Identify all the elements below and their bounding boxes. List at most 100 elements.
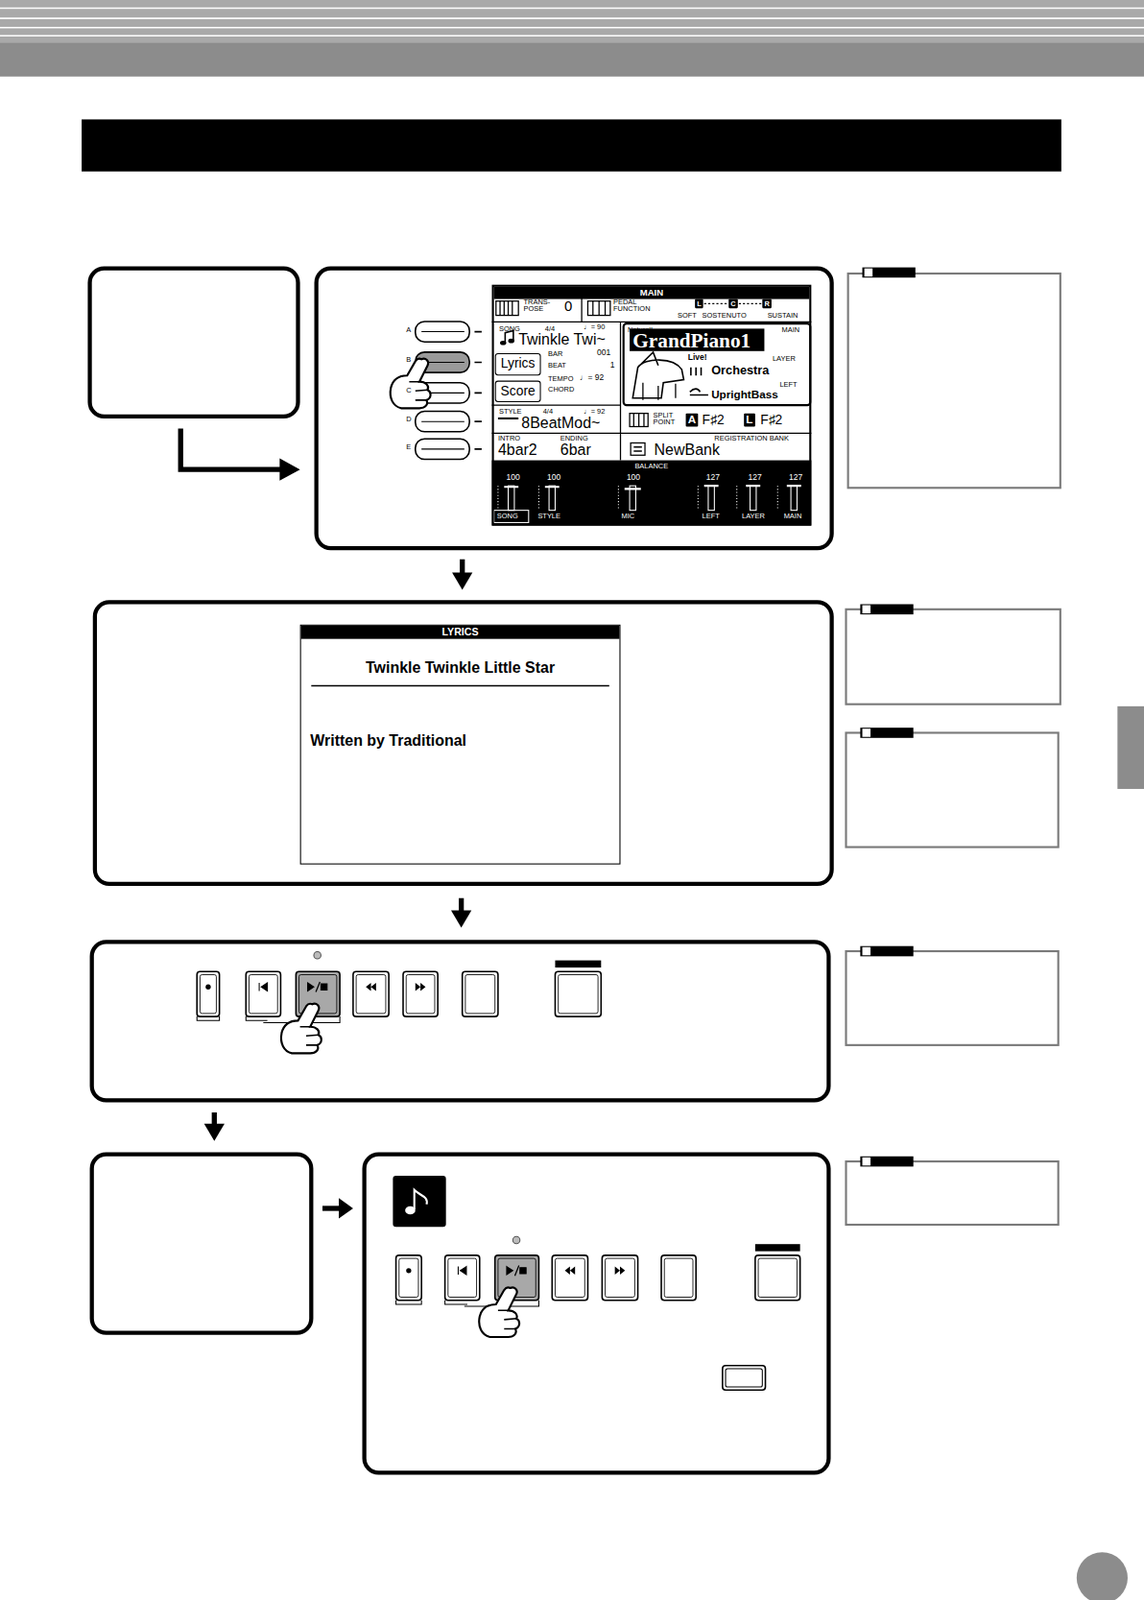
- title-bar: [81, 119, 1062, 171]
- field-value: ♩= 92: [579, 373, 604, 382]
- note-box: [846, 609, 1061, 705]
- lyrics-rule: [310, 685, 609, 688]
- level-value: 100: [505, 473, 520, 482]
- transport-button: [605, 1258, 636, 1297]
- lcd-note-head: [500, 340, 506, 346]
- lyrics-screen: LYRICSTwinkle Twinkle Little StarWritten…: [300, 624, 621, 865]
- field-label: SONG: [499, 324, 521, 332]
- transport-button: [315, 981, 320, 993]
- pedal-indicator: L: [694, 299, 704, 310]
- button-bracket: [196, 1016, 539, 1307]
- part-name: MAIN: [782, 325, 801, 333]
- button-letter: B: [405, 356, 411, 363]
- level-value: 100: [547, 473, 561, 482]
- button-letter: D: [405, 415, 411, 423]
- lcd-note-head: [500, 338, 515, 346]
- note-box: [846, 273, 1061, 1225]
- step-box: [316, 268, 833, 549]
- screen-title: MAIN: [494, 286, 811, 300]
- pedal-name: SUSTAIN: [767, 310, 799, 318]
- lcd-note-head: [508, 338, 515, 344]
- transport-button: [196, 952, 601, 1018]
- button-letter: C: [405, 386, 411, 394]
- transport-button: [615, 1266, 626, 1276]
- button-letter: A: [405, 325, 411, 333]
- channel-name: LAYER: [741, 512, 765, 520]
- button-bracket: [196, 1016, 340, 1023]
- small-button: [722, 1365, 766, 1391]
- transport-button: [755, 1243, 801, 1251]
- note-tab-icon: [864, 268, 874, 278]
- transport-button: [445, 1255, 480, 1301]
- note-tab: [859, 603, 913, 615]
- lcd-detail: [690, 388, 709, 395]
- balance-slider: [548, 485, 555, 511]
- note-tab-icon: [862, 268, 874, 1167]
- note-tab-icon: [862, 1157, 872, 1167]
- header-band: [0, 0, 1144, 77]
- note-box: [846, 951, 1059, 1046]
- lcd-screen: MAINLyricsScoreGrandPiano1: [492, 285, 812, 526]
- lcd-detail: [496, 301, 519, 316]
- step-box: [90, 268, 299, 417]
- tab-label: Lyrics: [496, 354, 541, 373]
- transport-button: [465, 974, 496, 1013]
- small-button: [722, 1365, 766, 1391]
- lcd-detail: [633, 413, 644, 428]
- flow-arrow: [180, 429, 282, 471]
- step-box: [364, 1154, 830, 1474]
- transport-button: [245, 971, 281, 1017]
- lcd-detail: [492, 297, 812, 460]
- screen-tab: Lyrics: [495, 353, 542, 376]
- transport-button: [554, 960, 601, 968]
- screen-tab: Score: [495, 381, 542, 403]
- pedal-indicator: R: [762, 299, 772, 310]
- pointing-hand: [478, 1287, 520, 1337]
- pointing-hand: [390, 358, 431, 409]
- field-label: CHORD: [548, 385, 574, 393]
- field-value: F♯2: [702, 413, 725, 428]
- transport-button: [403, 971, 438, 1017]
- transport-button: [356, 974, 386, 1013]
- balance-slider: [790, 485, 797, 511]
- transport-button: [199, 974, 216, 1013]
- header-band: [0, 0, 1144, 44]
- field-label: REGISTRATION BANK: [714, 434, 789, 442]
- transport-button: [259, 982, 268, 992]
- transport-button: [551, 1255, 588, 1301]
- note-tab-icon: [862, 605, 872, 615]
- flow-arrow: [451, 909, 472, 928]
- pedal-name: SOSTENUTO: [702, 310, 747, 318]
- transport-button: [554, 971, 601, 1017]
- field-value: 0: [564, 299, 572, 314]
- bank-name: NewBank: [654, 441, 720, 457]
- voice-name: UprightBass: [711, 388, 779, 401]
- balance-slider: [508, 485, 515, 511]
- step-box: [92, 941, 830, 1100]
- field-label: INTRO: [498, 434, 521, 442]
- field-label: ENDING: [560, 434, 589, 442]
- field-label: Natural!: [627, 325, 653, 333]
- channel-name: LEFT: [702, 512, 720, 520]
- lcd-detail: [629, 413, 648, 428]
- field-label: Live!: [688, 354, 708, 363]
- flow-arrow: [180, 429, 473, 1219]
- flow-arrow: [338, 1197, 354, 1218]
- screen-button: [474, 332, 481, 450]
- flow-arrow: [279, 457, 300, 480]
- lcd-detail: [623, 323, 811, 406]
- field-value: 4bar2: [498, 441, 538, 457]
- header-band: [0, 8, 1144, 37]
- note-tab-icon: [862, 728, 872, 738]
- transport-button: [396, 1236, 801, 1300]
- transport-button: [396, 1255, 423, 1301]
- split-indicator: A: [686, 413, 699, 428]
- channel-name: MIC: [621, 512, 636, 520]
- song-icon: [392, 1175, 446, 1227]
- field-label: TEMPO: [548, 374, 573, 382]
- part-name: LAYER: [772, 355, 796, 362]
- field-label: 4/4: [543, 406, 553, 414]
- field-label: ♩= 90: [583, 323, 605, 331]
